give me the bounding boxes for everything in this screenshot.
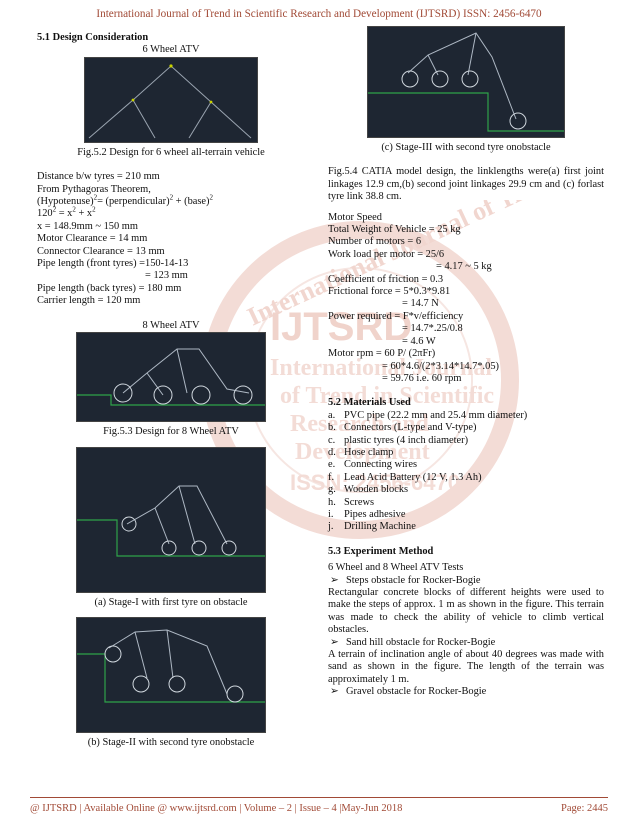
fig3-caption: (a) Stage-I with first tyre on obstacle — [94, 596, 248, 608]
experiment-intro: 6 Wheel and 8 Wheel ATV Tests — [328, 562, 464, 574]
motor-line-7: Frictional force = 5*0.3*9.81 — [328, 286, 451, 298]
list-item-marker: d. — [328, 446, 336, 458]
list-item-text: Hose clamp — [344, 446, 394, 458]
calc-line-3: (Hypotenuse)2= (perpendicular)2 + (base)… — [37, 193, 214, 208]
footer-journal-info: @ IJTSRD | Available Online @ www.ijtsrd… — [30, 803, 403, 814]
fig4-caption: (b) Stage-II with second tyre onobstacle — [87, 736, 255, 748]
bullet-sand-hill: ➢Sand hill obstacle for Rocker-Bogie — [330, 636, 496, 648]
list-item-text: Screws — [344, 496, 375, 508]
page-footer: @ IJTSRD | Available Online @ www.ijtsrd… — [30, 803, 608, 814]
fig3-stage-1 — [76, 446, 266, 593]
list-item-marker: j. — [328, 521, 334, 533]
list-item-text: Lead Acid Battery (12 V, 1.3 Ah) — [344, 471, 482, 483]
calc-line-1: Distance b/w tyres = 210 mm — [37, 171, 160, 183]
paragraph-sand-hill: A terrain of inclination angle of about … — [328, 649, 604, 685]
list-item-marker: i. — [328, 508, 334, 520]
materials-list: a. PVC pipe (22.2 mm and 25.4 mm diameter… — [328, 410, 604, 534]
list-item-text: Pipes adhesive — [344, 508, 406, 520]
fig1-caption: Fig.5.2 Design for 6 wheel all-terrain v… — [77, 146, 265, 158]
fig1-title: 6 Wheel ATV — [142, 44, 200, 56]
motor-line-3: Number of motors = 6 — [328, 236, 422, 248]
list-item: c. plastic tyres (4 inch diameter) — [328, 435, 604, 447]
footer-divider — [30, 797, 608, 798]
arrow-bullet-icon: ➢ — [330, 686, 339, 698]
list-item: g. Wooden blocks — [328, 484, 604, 496]
list-item: j. Drilling Machine — [328, 521, 604, 533]
motor-line-5: = 4.17 ~ 5 kg — [436, 261, 492, 273]
list-item-marker: e. — [328, 459, 336, 471]
list-item-text: plastic tyres (4 inch diameter) — [344, 434, 469, 446]
fig1-6wheel-design — [84, 56, 258, 143]
page-number: Page: 2445 — [561, 803, 608, 814]
calc-line-10: Pipe length (back tyres) = 180 mm — [37, 282, 182, 294]
motor-line-1: Motor Speed — [328, 211, 382, 223]
calc-line-6: Motor Clearance = 14 mm — [37, 233, 148, 245]
fig2-caption: Fig.5.3 Design for 8 Wheel ATV — [103, 426, 239, 438]
list-item-text: Connecting wires — [344, 459, 418, 471]
section-title-5-3: 5.3 Experiment Method — [328, 545, 434, 557]
motor-line-9: Power required = F*v/efficiency — [328, 310, 464, 322]
fig4-stage-2 — [76, 616, 266, 733]
calc-line-2: From Pythagoras Theorem, — [37, 183, 151, 195]
section-title-5-1: 5.1 Design Consideration — [37, 32, 149, 43]
list-item-marker: f. — [328, 471, 335, 483]
fig5-caption: (c) Stage-III with second tyre onobstacl… — [381, 142, 551, 153]
motor-line-2: Total Weight of Vehicle = 25 kg — [328, 224, 461, 236]
fig5-stage-3 — [367, 26, 565, 138]
fig2-8wheel-design — [76, 332, 266, 423]
motor-line-4: Work load per motor = 25/6 — [328, 248, 445, 260]
bullet-gravel: ➢Gravel obstacle for Rocker-Bogie — [330, 686, 487, 698]
list-item-text: Wooden blocks — [344, 484, 409, 496]
list-item-text: PVC pipe (22.2 mm and 25.4 mm diameter) — [344, 409, 528, 421]
motor-line-11: = 4.6 W — [402, 335, 436, 347]
calc-line-4: 1202 = x2 + x2 — [37, 205, 96, 220]
list-item: h. Screws — [328, 497, 604, 509]
list-item: f. Lead Acid Battery (12 V, 1.3 Ah) — [328, 472, 604, 484]
motor-line-10: = 14.7*.25/0.8 — [402, 323, 463, 335]
left-column: 5.1 Design Consideration 6 Wheel ATV Fig… — [37, 32, 305, 749]
motor-line-8: = 14.7 N — [402, 298, 439, 310]
paragraph-steps: Rectangular concrete blocks of different… — [328, 587, 604, 636]
arrow-bullet-icon: ➢ — [330, 636, 339, 648]
motor-line-6: Coefficient of friction = 0.3 — [328, 273, 444, 285]
arrow-bullet-icon: ➢ — [330, 574, 339, 586]
list-item: e. Connecting wires — [328, 459, 604, 471]
calc-line-9: = 123 mm — [145, 270, 188, 282]
calc-line-8: Pipe length (front tyres) =150-14-13 — [37, 258, 189, 270]
calc-line-7: Connector Clearance = 13 mm — [37, 245, 165, 257]
list-item: d. Hose clamp — [328, 447, 604, 459]
right-column: (c) Stage-III with second tyre onobstacl… — [328, 26, 604, 699]
list-item-marker: g. — [328, 484, 336, 496]
calc-line-11: Carrier length = 120 mm — [37, 295, 141, 307]
list-item-marker: b. — [328, 422, 336, 434]
motor-line-14: = 59.76 i.e. 60 rpm — [382, 372, 462, 384]
list-item-marker: h. — [328, 496, 336, 508]
calc-line-5: x = 148.9mm ~ 150 mm — [37, 220, 138, 232]
list-item-marker: a. — [328, 409, 336, 421]
list-item: b. Connectors (L-type and V-type) — [328, 422, 604, 434]
journal-header: International Journal of Trend in Scient… — [96, 8, 542, 20]
paragraph-linklengths: Fig.5.4 CATIA model design, the linkleng… — [328, 166, 604, 203]
list-item-text: Connectors (L-type and V-type) — [344, 422, 477, 434]
list-item: i. Pipes adhesive — [328, 509, 604, 521]
motor-line-12: Motor rpm = 60 P/ (2πFr) — [328, 348, 436, 360]
fig2-title: 8 Wheel ATV — [142, 319, 200, 331]
list-item: a. PVC pipe (22.2 mm and 25.4 mm diameter… — [328, 410, 604, 422]
list-item-marker: c. — [328, 434, 336, 446]
list-item-text: Drilling Machine — [344, 521, 416, 533]
bullet-steps-obstacle: ➢Steps obstacle for Rocker-Bogie — [330, 574, 481, 586]
section-title-5-2: 5.2 Materials Used — [328, 397, 411, 409]
motor-line-13: = 60*4.6/(2*3.14*14.7*.05) — [382, 360, 499, 372]
